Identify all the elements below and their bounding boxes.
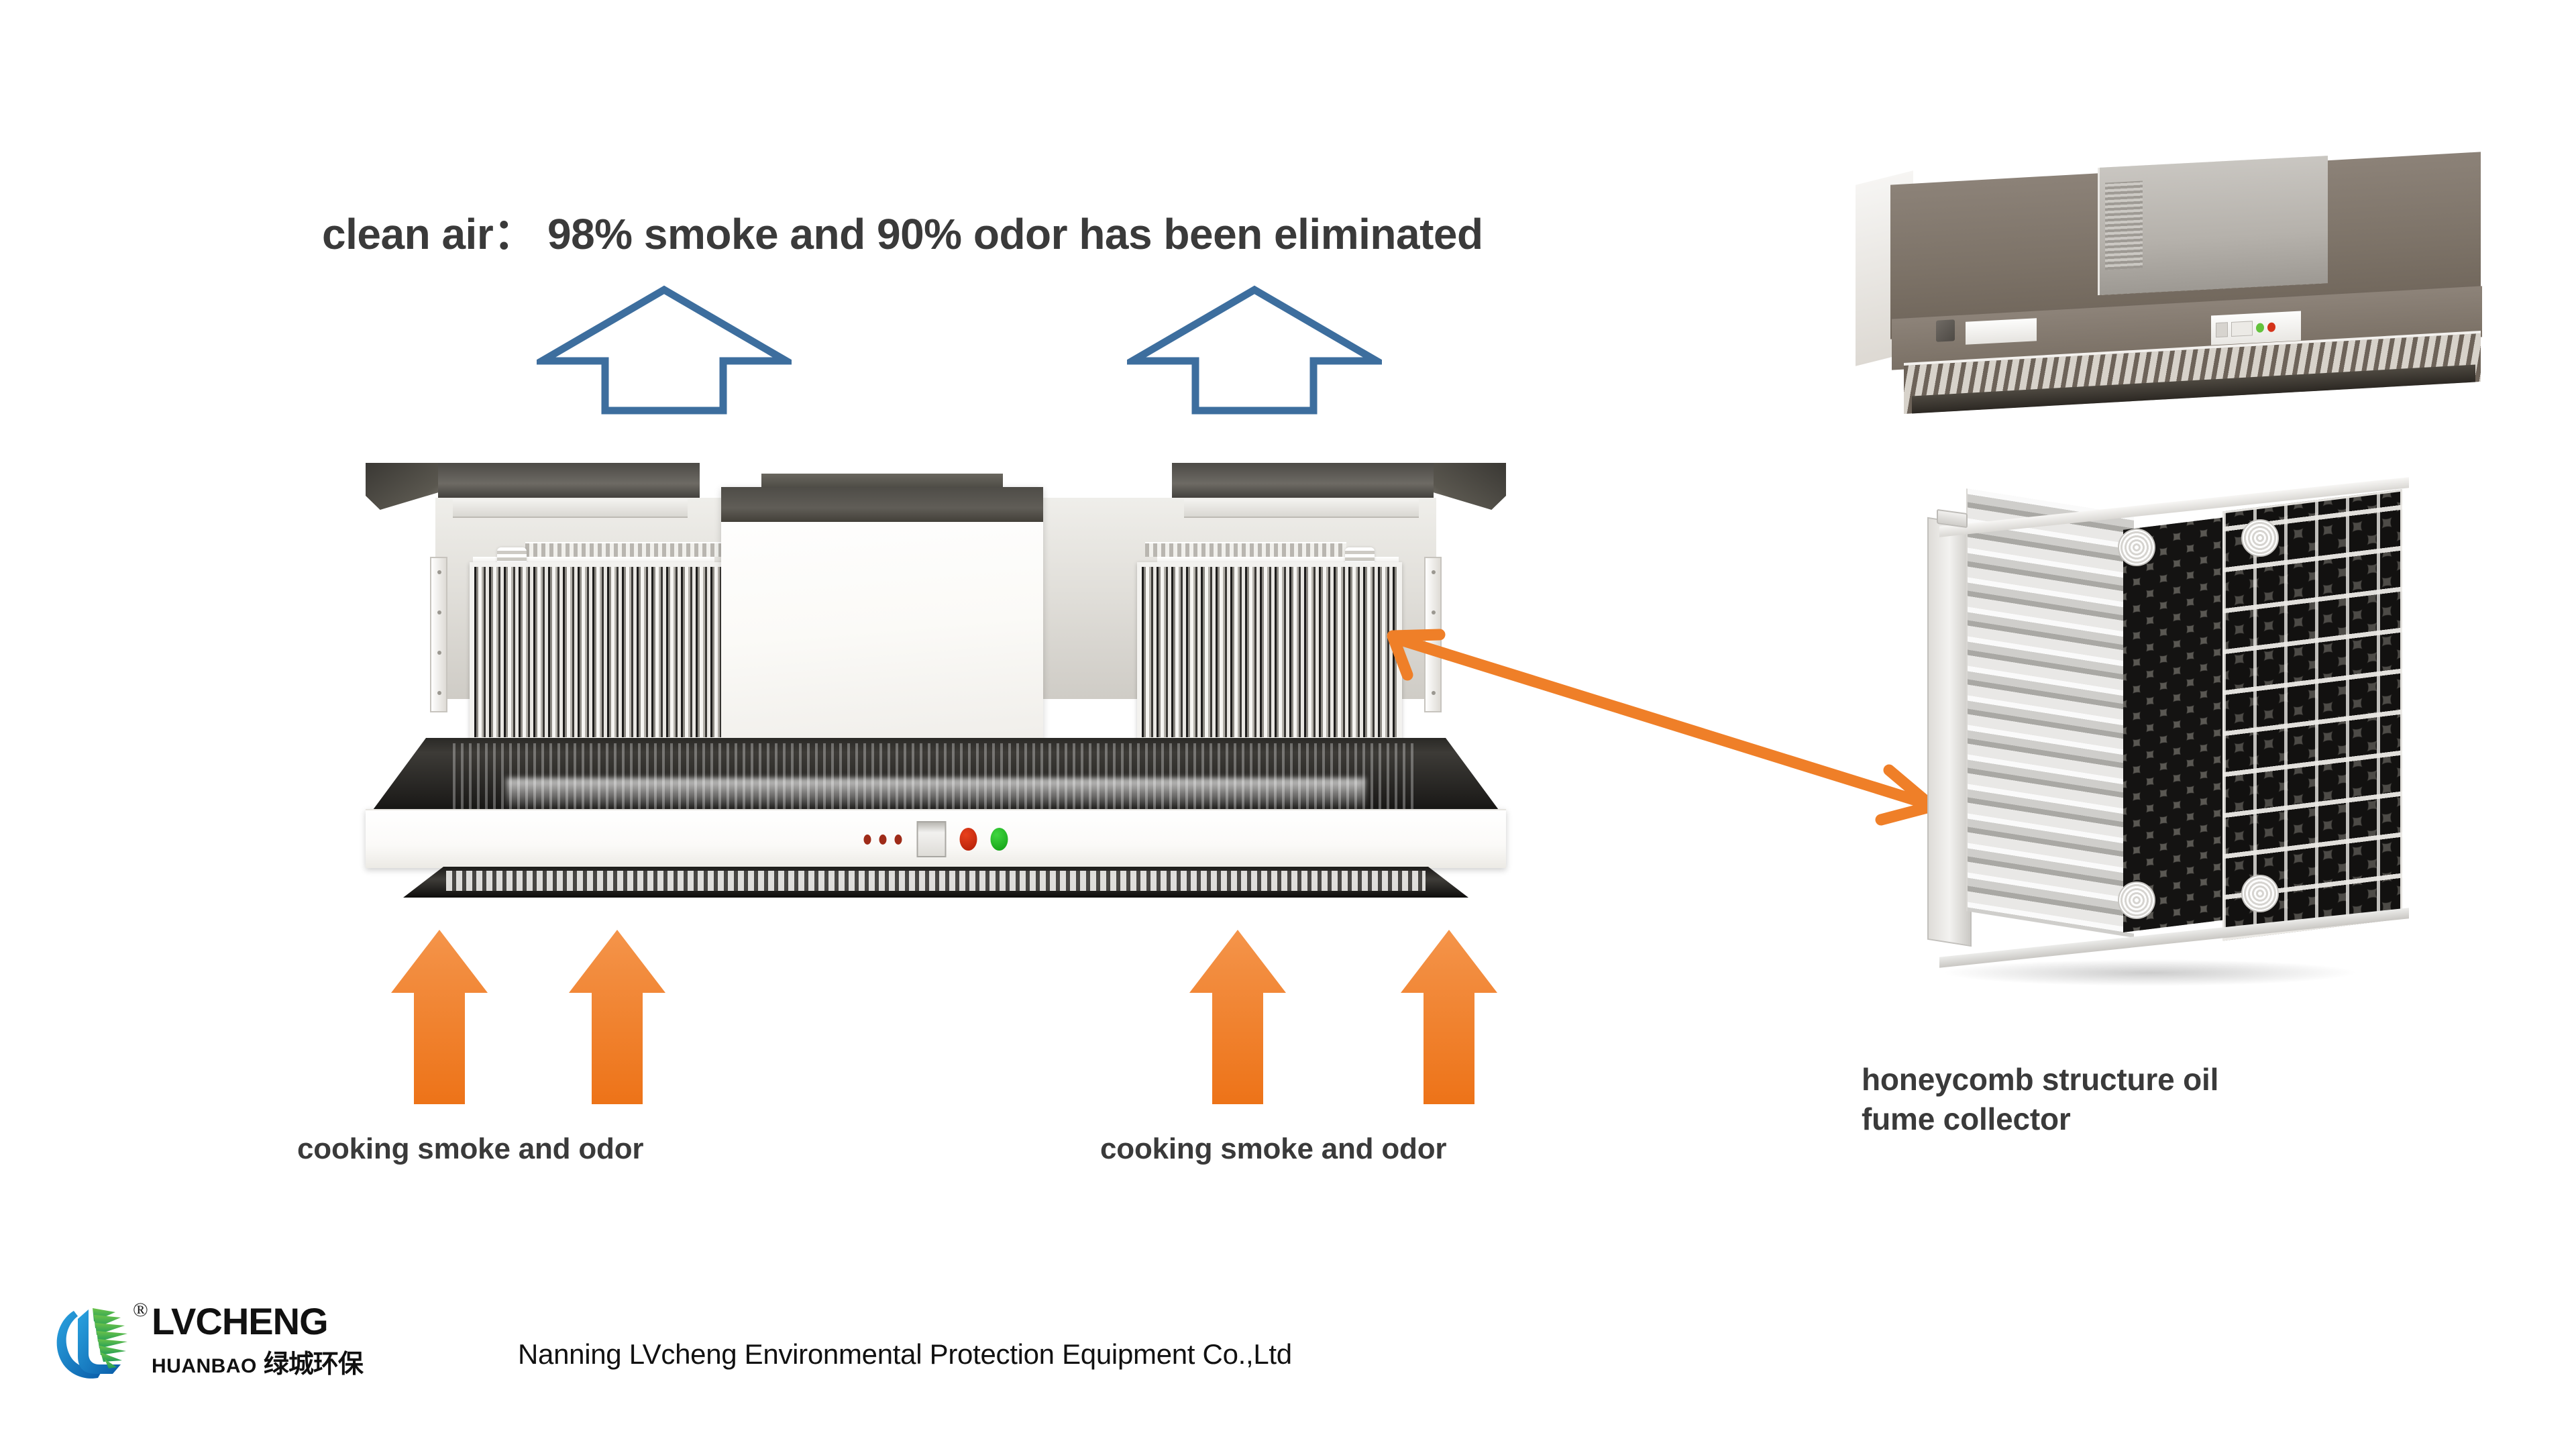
hood-top-duct-right bbox=[1172, 463, 1434, 500]
indicator-led-2 bbox=[879, 834, 887, 845]
hood-center-cap bbox=[721, 487, 1043, 522]
collector-label-line1: honeycomb structure oil bbox=[1862, 1062, 2219, 1097]
honeycomb-oil-fume-collector-photo bbox=[1902, 477, 2418, 1005]
collector-side-panel bbox=[1927, 517, 1972, 947]
commercial-range-hood-photo bbox=[1811, 144, 2556, 415]
collector-coil-cap-top-right bbox=[2241, 519, 2279, 557]
caption-smoke-right: cooking smoke and odor bbox=[1100, 1132, 1447, 1165]
hood-top-duct-left bbox=[438, 463, 700, 500]
page-title: clean air： 98% smoke and 90% odor has be… bbox=[322, 210, 1483, 258]
hood-photo-keypad bbox=[2216, 322, 2228, 338]
hood-filter-panel-right bbox=[1137, 562, 1402, 742]
hood-rail-left bbox=[525, 542, 727, 557]
collector-tube-stack bbox=[1966, 488, 2134, 938]
clean-air-arrow-left bbox=[537, 282, 792, 416]
collector-shadow bbox=[1942, 959, 2358, 986]
hood-mount-bracket-left bbox=[430, 557, 447, 712]
indicator-led-3 bbox=[894, 834, 902, 845]
hood-corner-wedge-left bbox=[366, 463, 446, 510]
hood-canopy-glow bbox=[506, 778, 1365, 810]
logo-wordmark: LVCHENG HUANBAO 绿城环保 bbox=[152, 1300, 364, 1380]
collector-coil-cap-bottom-left bbox=[2118, 881, 2155, 919]
hood-photo-brand-mark bbox=[1936, 319, 1955, 342]
collector-coil-cap-top-left bbox=[2118, 529, 2155, 566]
analog-gauge bbox=[916, 821, 947, 857]
lvcheng-logo-icon bbox=[51, 1304, 133, 1385]
fume-purification-hood bbox=[366, 463, 1506, 865]
collector-label-line2: fume collector bbox=[1862, 1101, 2071, 1136]
hood-photo-spec-label bbox=[1966, 318, 2037, 345]
caption-smoke-left: cooking smoke and odor bbox=[297, 1132, 644, 1165]
logo-subtext: HUANBAO 绿城环保 bbox=[152, 1343, 364, 1380]
collector-callout-arrow bbox=[1382, 624, 1986, 832]
hood-gutter-slats bbox=[446, 871, 1426, 891]
hood-photo-display bbox=[2231, 321, 2253, 337]
collector-mid-honeycomb bbox=[2123, 517, 2231, 932]
filter-louvers bbox=[1142, 567, 1397, 737]
indicator-led-1 bbox=[863, 834, 871, 845]
collector-coil-cap-bottom-right bbox=[2241, 875, 2279, 912]
collector-front-honeycomb bbox=[2222, 489, 2402, 941]
hood-photo-green-button bbox=[2256, 323, 2264, 333]
hood-corner-wedge-right bbox=[1426, 463, 1506, 510]
hood-filter-panel-left bbox=[470, 562, 735, 742]
hood-center-module bbox=[721, 474, 1043, 758]
smoke-arrow-4 bbox=[1399, 926, 1499, 1107]
hood-photo-red-button bbox=[2267, 322, 2275, 333]
logo-chinese-text: 绿城环保 bbox=[263, 1349, 364, 1379]
clean-air-arrow-right bbox=[1127, 282, 1382, 416]
collector-label: honeycomb structure oil fume collector bbox=[1862, 1060, 2398, 1139]
filter-louvers bbox=[474, 567, 730, 737]
logo-huanbao-text: HUANBAO bbox=[152, 1355, 257, 1377]
hood-control-panel bbox=[863, 821, 1008, 857]
hood-photo-control-panel bbox=[2211, 311, 2301, 345]
logo-brand-text: LVCHENG bbox=[152, 1300, 329, 1342]
hood-duct-lip-left bbox=[453, 499, 688, 518]
registered-trademark-icon: ® bbox=[133, 1299, 148, 1321]
hood-duct-lip-right bbox=[1184, 499, 1419, 518]
company-name: Nanning LVcheng Environmental Protection… bbox=[518, 1338, 1292, 1370]
company-logo: ® LVCHENG HUANBAO 绿城环保 bbox=[51, 1299, 467, 1401]
hood-photo-motor-vent bbox=[2105, 180, 2143, 270]
smoke-arrow-1 bbox=[389, 926, 490, 1107]
smoke-arrow-3 bbox=[1187, 926, 1288, 1107]
hood-rail-right bbox=[1145, 542, 1346, 557]
power-off-button[interactable] bbox=[959, 828, 977, 851]
smoke-arrow-2 bbox=[567, 926, 667, 1107]
power-on-button[interactable] bbox=[990, 828, 1008, 851]
